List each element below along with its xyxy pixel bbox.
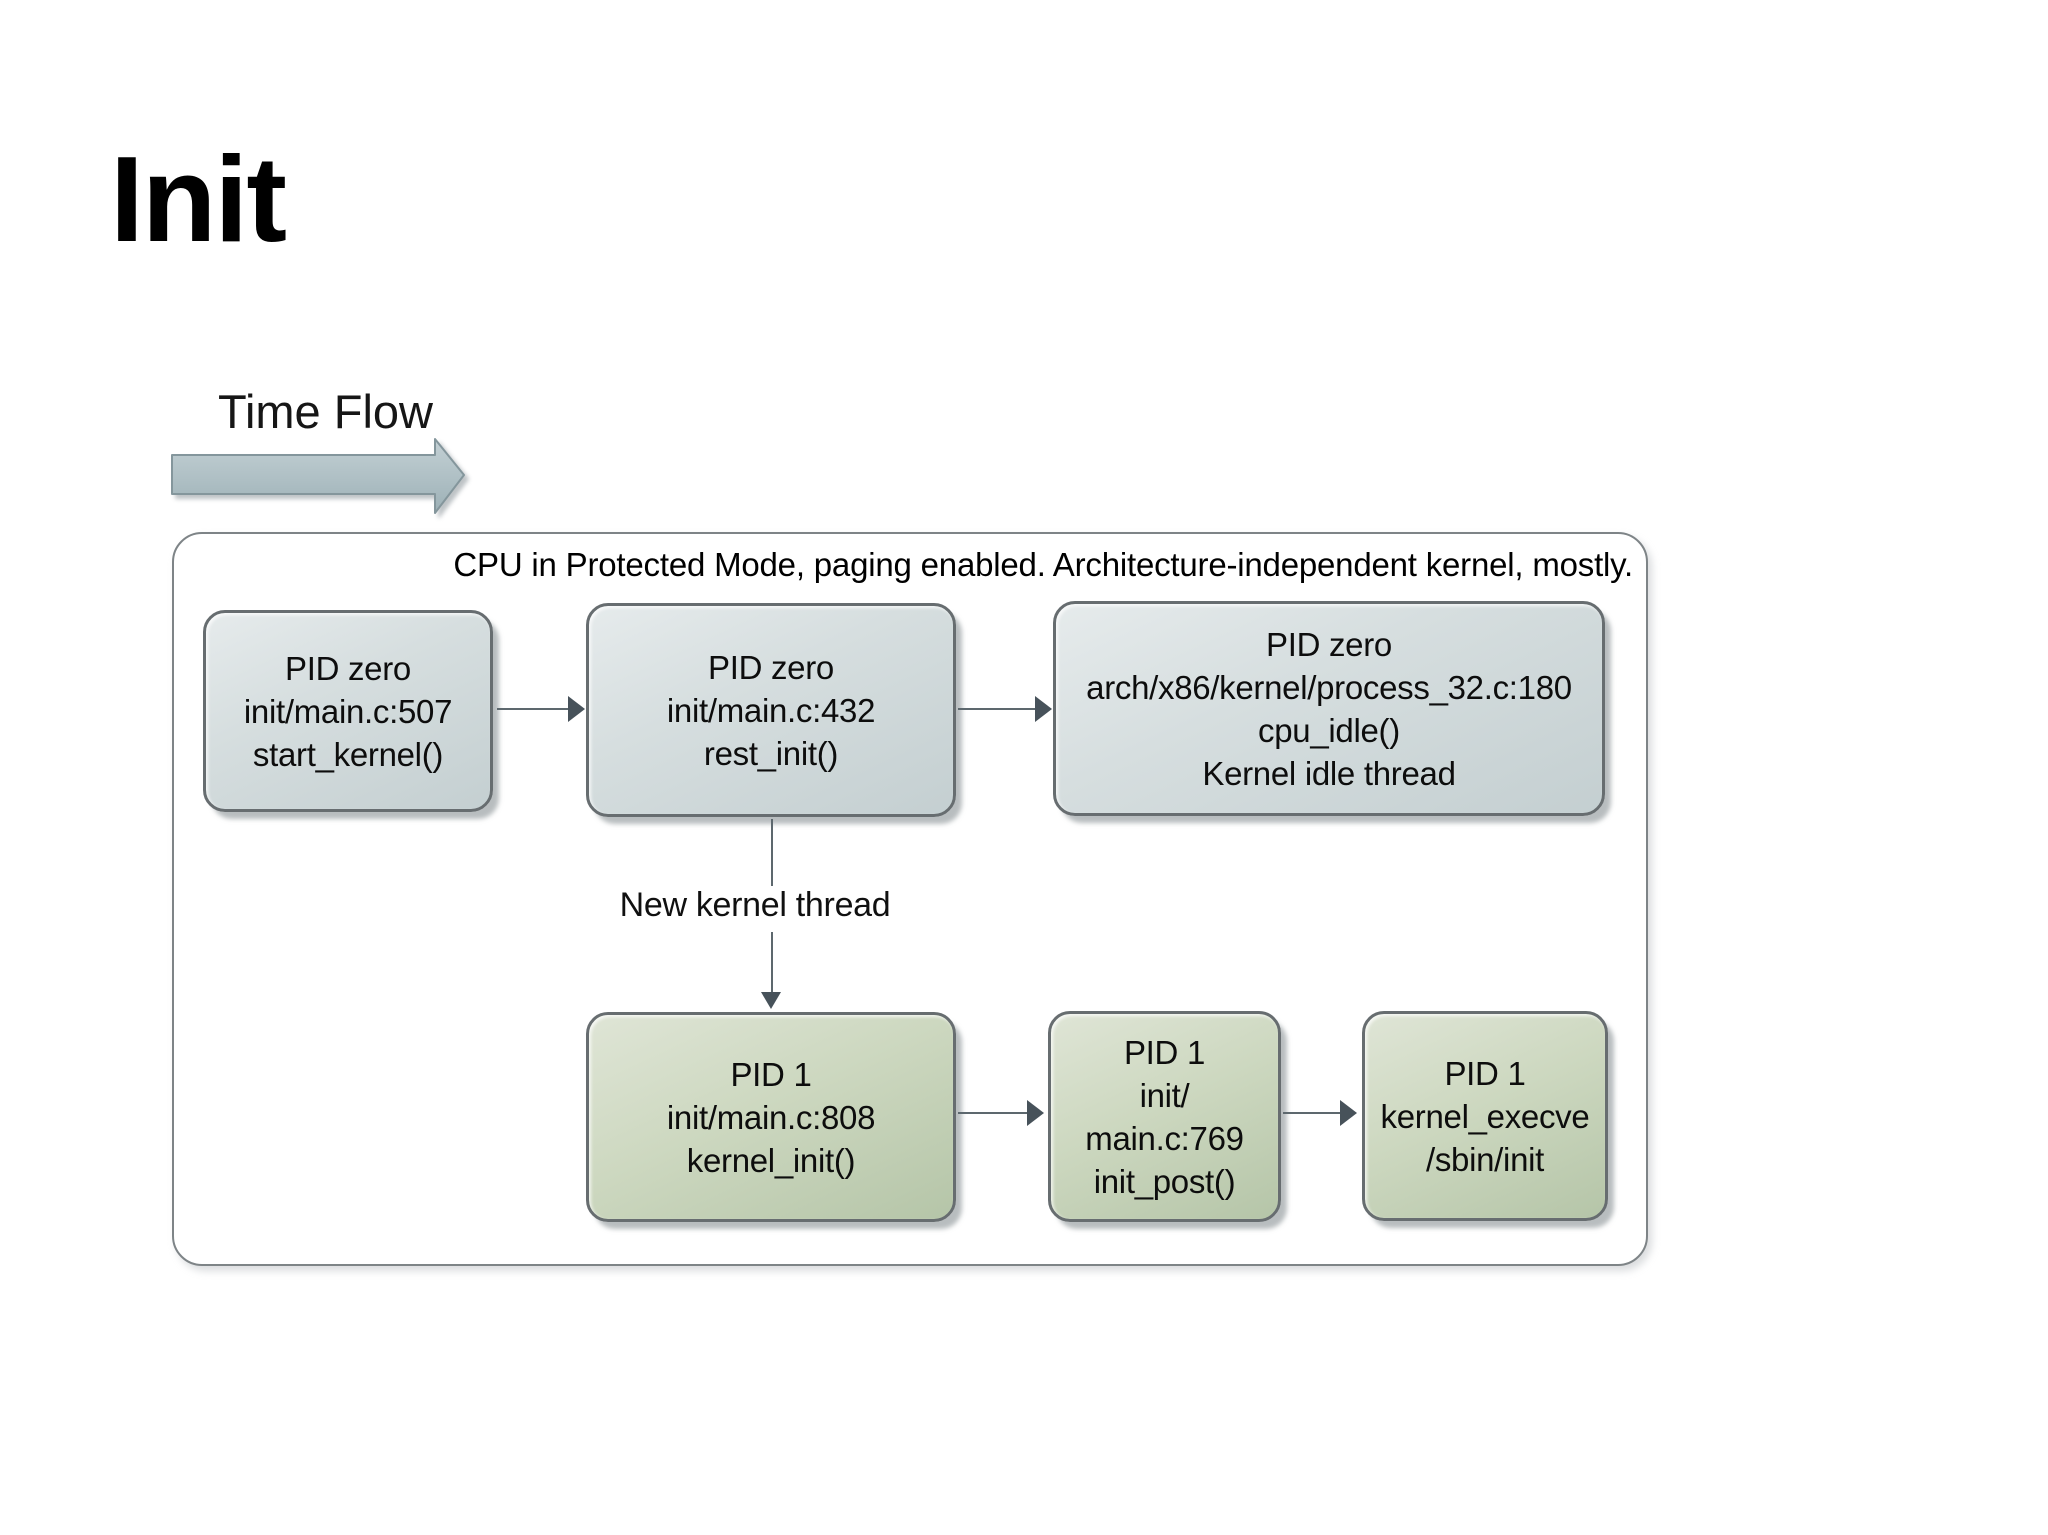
- box-cpu-idle: PID zero arch/x86/kernel/process_32.c:18…: [1053, 601, 1605, 816]
- arrowhead-right-icon: [1035, 696, 1052, 722]
- box-line: PID 1: [730, 1055, 812, 1093]
- box-line: cpu_idle(): [1258, 711, 1400, 749]
- time-flow-arrow-icon: [171, 438, 465, 514]
- time-flow-label: Time Flow: [218, 385, 433, 438]
- box-line: PID zero: [708, 648, 834, 686]
- box-line: kernel_init(): [686, 1141, 856, 1179]
- arrowhead-right-icon: [1340, 1100, 1357, 1126]
- box-sbin-init: PID 1 kernel_execve /sbin/init: [1362, 1011, 1608, 1221]
- diagram-caption: CPU in Protected Mode, paging enabled. A…: [453, 546, 1633, 583]
- box-line: PID zero: [285, 649, 411, 687]
- box-line: init/: [1139, 1076, 1190, 1114]
- box-line: PID zero: [1266, 625, 1392, 663]
- arrowhead-right-icon: [568, 696, 585, 722]
- box-rest-init: PID zero init/main.c:432 rest_init(): [586, 603, 956, 817]
- box-kernel-init: PID 1 init/main.c:808 kernel_init(): [586, 1012, 956, 1222]
- new-kernel-thread-label: New kernel thread: [605, 886, 905, 925]
- box-line: rest_init(): [703, 734, 839, 772]
- box-line: kernel_execve: [1380, 1097, 1590, 1135]
- connector-rest-init-to-kernel-init-lower: [771, 932, 773, 992]
- connector-init-post-to-sbin-init: [1283, 1112, 1341, 1114]
- box-line: /sbin/init: [1425, 1140, 1545, 1178]
- box-line: start_kernel(): [252, 735, 444, 773]
- box-line: init/main.c:432: [666, 691, 876, 729]
- connector-rest-init-to-kernel-init-upper: [771, 819, 773, 889]
- connector-start-kernel-to-rest-init: [497, 708, 569, 710]
- box-init-post: PID 1 init/ main.c:769 init_post(): [1048, 1011, 1281, 1222]
- connector-rest-init-to-cpu-idle: [958, 708, 1036, 710]
- box-line: init/main.c:808: [666, 1098, 876, 1136]
- box-line: main.c:769: [1085, 1119, 1244, 1157]
- box-line: PID 1: [1444, 1054, 1526, 1092]
- box-line: init/main.c:507: [243, 692, 453, 730]
- box-line: Kernel idle thread: [1202, 754, 1456, 792]
- connector-kernel-init-to-init-post: [958, 1112, 1028, 1114]
- box-line: arch/x86/kernel/process_32.c:180: [1086, 668, 1572, 706]
- arrowhead-right-icon: [1027, 1100, 1044, 1126]
- box-start-kernel: PID zero init/main.c:507 start_kernel(): [203, 610, 493, 812]
- arrowhead-down-icon: [761, 992, 781, 1009]
- slide-title: Init: [110, 131, 287, 267]
- box-line: PID 1: [1123, 1033, 1206, 1071]
- box-line: init_post(): [1093, 1162, 1236, 1200]
